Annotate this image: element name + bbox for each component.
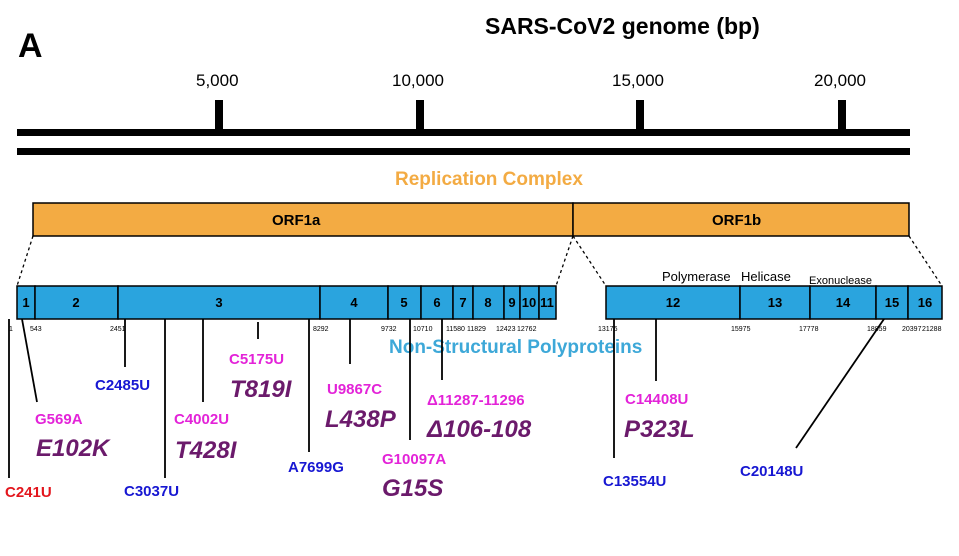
position-label: 20397 [902, 326, 922, 333]
position-label: 543 [30, 326, 42, 333]
nsp-label: 4 [350, 295, 358, 310]
genome-scale-bar: 5,000 10,000 15,000 20,000 [17, 71, 910, 155]
nsp-boxes [16, 285, 943, 320]
mutation-label: G10097A [382, 451, 446, 468]
panel-label: A [18, 27, 43, 65]
mutation-label: A7699G [288, 459, 344, 476]
nsp-label: 14 [836, 295, 851, 310]
amino-acid-labels: E102K T428I T819I L438P G15S Δ106-108 P3… [36, 376, 695, 502]
mutation-label: C5175U [229, 351, 284, 368]
nsp-label: 2 [72, 295, 79, 310]
replication-complex-label: Replication Complex [395, 169, 583, 190]
mutation-line [21, 318, 38, 403]
position-label: 17778 [799, 326, 819, 333]
mutation-label: C2485U [95, 377, 150, 394]
position-label: 8292 [313, 326, 329, 333]
amino-acid-change: Δ106-108 [426, 416, 532, 443]
scale-tick-mark [838, 100, 846, 132]
nsp-label: 13 [768, 295, 782, 310]
position-label: 2451 [110, 326, 126, 333]
scale-tick-label: 5,000 [196, 71, 239, 90]
scale-tick-mark [215, 100, 223, 132]
nsp-label: 10 [522, 295, 536, 310]
amino-acid-change: T819I [230, 376, 293, 403]
scale-tick-label: 15,000 [612, 71, 664, 90]
nsp-label: 6 [433, 295, 440, 310]
orf1a-label: ORF1a [272, 212, 321, 229]
orf1b-label: ORF1b [712, 212, 761, 229]
mutation-label: C4002U [174, 411, 229, 428]
nsp-box [875, 285, 909, 320]
position-label: 12762 [517, 326, 537, 333]
mutation-label: Δ11287-11296 [427, 392, 525, 409]
nsp-box-labels: 1 2 3 4 5 6 7 8 9 10 11 12 13 14 15 16 [22, 295, 932, 310]
amino-acid-change: P323L [624, 416, 695, 443]
nsp-label: 5 [400, 295, 407, 310]
position-label: 13176 [598, 326, 618, 333]
nsp-box [472, 285, 505, 320]
amino-acid-change: E102K [36, 435, 111, 462]
nsp-box [907, 285, 943, 320]
position-label: 15975 [731, 326, 751, 333]
mutation-label: U9867C [327, 381, 382, 398]
nsp-box [387, 285, 422, 320]
position-label: 9732 [381, 326, 397, 333]
nsp-box [34, 285, 119, 320]
non-structural-polyproteins-label: Non-Structural Polyproteins [389, 337, 642, 358]
nsp-label: 8 [484, 295, 491, 310]
mutation-label: C20148U [740, 463, 803, 480]
mutation-label: C13554U [603, 473, 666, 490]
mutation-label: C14408U [625, 391, 688, 408]
nsp-label: 12 [666, 295, 680, 310]
nsp-label: 11 [540, 295, 554, 310]
position-label: 11829 [467, 326, 486, 333]
nsp-label: 1 [22, 295, 29, 310]
mutation-label: G569A [35, 411, 83, 428]
nsp-box [605, 285, 741, 320]
nsp-label: 16 [918, 295, 932, 310]
nsp-box [538, 285, 557, 320]
helicase-label: Helicase [741, 269, 791, 284]
scale-line-upper [17, 129, 910, 136]
scale-tick-mark [636, 100, 644, 132]
amino-acid-change: G15S [382, 475, 443, 502]
scale-tick-label: 20,000 [814, 71, 866, 90]
nsp-box [319, 285, 389, 320]
mutation-pointer-lines [8, 318, 885, 478]
nsp-box [117, 285, 321, 320]
orf1a-box [32, 202, 574, 237]
position-label: 12423 [496, 326, 516, 333]
scale-tick-label: 10,000 [392, 71, 444, 90]
nsp-label: 3 [215, 295, 222, 310]
amino-acid-change: T428I [175, 437, 238, 464]
exonuclease-label: Exonuclease [809, 275, 872, 287]
nsp-label: 7 [459, 295, 466, 310]
scale-tick-mark [416, 100, 424, 132]
expansion-lines [16, 235, 943, 287]
mutation-label: C3037U [124, 483, 179, 500]
nsp-label: 15 [885, 295, 899, 310]
mutation-labels: C241U G569A C2485U C3037U C4002U C5175U … [5, 351, 803, 501]
position-label: 21288 [922, 326, 942, 333]
position-label: 1 [9, 326, 13, 333]
polymerase-label: Polymerase [662, 269, 731, 284]
orf1b-box [572, 202, 910, 237]
scale-line-lower [17, 148, 910, 155]
position-label: 10710 [413, 326, 433, 333]
position-labels: 1 543 2451 8292 9732 10710 11580 11829 1… [9, 326, 942, 333]
diagram-title: SARS-CoV2 genome (bp) [485, 13, 760, 39]
mutation-label: C241U [5, 484, 52, 501]
mutation-line [795, 318, 885, 449]
amino-acid-change: L438P [325, 406, 397, 433]
position-label: 11580 [446, 326, 465, 333]
nsp-label: 9 [508, 295, 515, 310]
nsp-box [809, 285, 877, 320]
